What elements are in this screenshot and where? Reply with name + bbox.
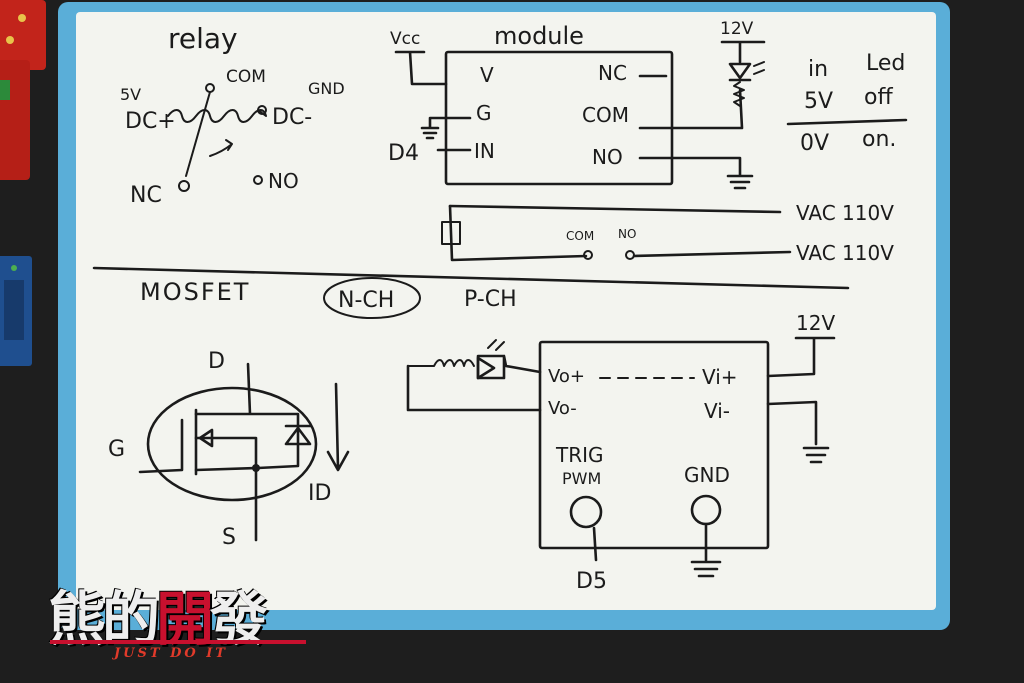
module-com-wire — [638, 88, 744, 130]
relay-armature — [185, 91, 211, 177]
module-pin-com: COM — [582, 103, 629, 127]
mosfet-diagram: MOSFET N-CH P-CH D G S ID — [108, 277, 517, 550]
pwm-trig-terminal — [569, 495, 603, 529]
ac-vac-bottom-label: VAC 110V — [796, 241, 894, 265]
pwm-trig-wire — [592, 526, 598, 562]
relay-nc-label: NC — [130, 183, 162, 208]
mosfet-gate — [138, 408, 198, 476]
module-title: module — [494, 22, 584, 50]
ac-relay-block — [441, 221, 461, 245]
channel-logo: 熊的開發 JUST DO IT — [48, 572, 310, 668]
mosfet-body-circle — [146, 386, 318, 502]
ac-vac-top-label: VAC 110V — [796, 201, 894, 225]
module-no-ground — [638, 156, 754, 190]
truth-header-led: Led — [866, 51, 905, 76]
mosfet-drain-source-wires — [194, 362, 300, 472]
relay-no-label: NO — [268, 169, 299, 193]
ac-no-label: NO — [618, 227, 636, 241]
module-12v-label: 12V — [720, 19, 754, 39]
module-pin-g: G — [476, 101, 492, 125]
pwm-12v-label: 12V — [796, 311, 835, 335]
relay-coil — [167, 109, 267, 123]
module-vcc-label: Vcc — [390, 29, 420, 49]
module-pin-nc: NC — [598, 61, 627, 85]
section-divider — [92, 266, 850, 290]
mosfet-arrow-icon — [198, 428, 214, 448]
relay-dc-plus-label: DC+ — [125, 109, 176, 134]
pwm-gnd-ground-symbol — [690, 522, 722, 578]
module-led-rays-icon — [753, 61, 765, 75]
pwm-module-diagram: 12V Vo+ Vo- Vi+ Vi- TRIG PWM GND D5 — [406, 311, 836, 594]
truth-header-in: in — [808, 57, 828, 82]
ac-top-wire — [448, 204, 782, 214]
relay-diagram: relay COM 5V GND DC+ DC- NC NO — [120, 22, 345, 208]
module-pin-v: V — [480, 63, 494, 87]
pwm-d5-label: D5 — [576, 569, 607, 594]
pwm-load-return-wire — [406, 364, 542, 412]
blue-circuit-board — [0, 256, 32, 366]
pwm-vi-plus-label: Vi+ — [702, 365, 738, 389]
relay-no-terminal — [253, 175, 263, 185]
module-d4-label: D4 — [388, 141, 419, 166]
logo-slogan: JUST DO IT — [114, 646, 228, 661]
mosfet-id-label: ID — [308, 481, 331, 506]
logo-red-bar — [50, 640, 306, 644]
pwm-gnd-label: GND — [684, 463, 730, 487]
relay-dc-minus-terminal — [257, 105, 267, 115]
ac-left-wire — [448, 204, 588, 262]
truth-row1-led: off — [864, 85, 893, 110]
relay-com-label: COM — [226, 67, 266, 87]
mosfet-body-diode-icon — [284, 424, 312, 446]
relay-title: relay — [168, 22, 238, 55]
truth-table-rule — [786, 118, 908, 126]
module-resistor-icon — [733, 81, 745, 107]
ac-bottom-wire — [632, 250, 792, 258]
module-vcc-wire — [394, 50, 448, 86]
relay-gnd-label: GND — [308, 79, 345, 98]
pwm-vo-minus-label: Vo- — [548, 398, 577, 419]
mosfet-current-arrow — [326, 382, 350, 472]
mosfet-title: MOSFET — [140, 278, 250, 306]
relay-nc-terminal — [178, 180, 190, 192]
ac-com-label: COM — [566, 229, 594, 243]
relay-dc-minus-label: DC- — [272, 105, 312, 130]
ac-com-terminal — [583, 250, 593, 260]
truth-row1-in: 5V — [804, 89, 833, 114]
pwm-led-icon — [476, 356, 496, 380]
mosfet-s-label: S — [222, 525, 236, 550]
pwm-pwm-label: PWM — [562, 469, 601, 488]
pwm-vo-plus-label: Vo+ — [548, 366, 585, 387]
truth-row2-in: 0V — [800, 131, 829, 156]
pwm-vi-minus-ground — [766, 400, 830, 464]
module-led-icon — [728, 62, 752, 82]
pwm-vi-minus-label: Vi- — [704, 399, 730, 423]
ac-wiring-diagram: COM NO VAC 110V VAC 110V — [441, 201, 894, 265]
module-pin-no: NO — [592, 145, 623, 169]
module-ground-symbol — [420, 116, 472, 140]
mosfet-d-label: D — [208, 349, 225, 374]
mosfet-nch-label: N-CH — [338, 288, 394, 313]
relay-module-diagram: module Vcc V G IN NC COM NO D4 12V in Le… — [388, 19, 908, 190]
truth-row2-led: on. — [862, 127, 896, 152]
mosfet-pch-label: P-CH — [464, 287, 517, 312]
mosfet-g-label: G — [108, 437, 125, 462]
pwm-12v-wire — [766, 336, 836, 378]
pwm-module-box — [538, 340, 770, 550]
nch-circle — [323, 277, 421, 319]
relay-switch-arrow — [209, 139, 233, 157]
pwm-led-rays-icon — [487, 339, 505, 351]
relay-5v-label: 5V — [120, 85, 141, 104]
mosfet-junction — [252, 464, 260, 472]
mosfet-source-wire — [194, 436, 258, 542]
red-circuit-board — [0, 0, 46, 180]
pwm-inductor-icon — [407, 359, 475, 367]
pwm-trig-label: TRIG — [555, 443, 604, 467]
whiteboard-surface — [76, 12, 936, 610]
module-pin-in: IN — [474, 139, 495, 163]
module-12v-wire — [720, 40, 766, 64]
